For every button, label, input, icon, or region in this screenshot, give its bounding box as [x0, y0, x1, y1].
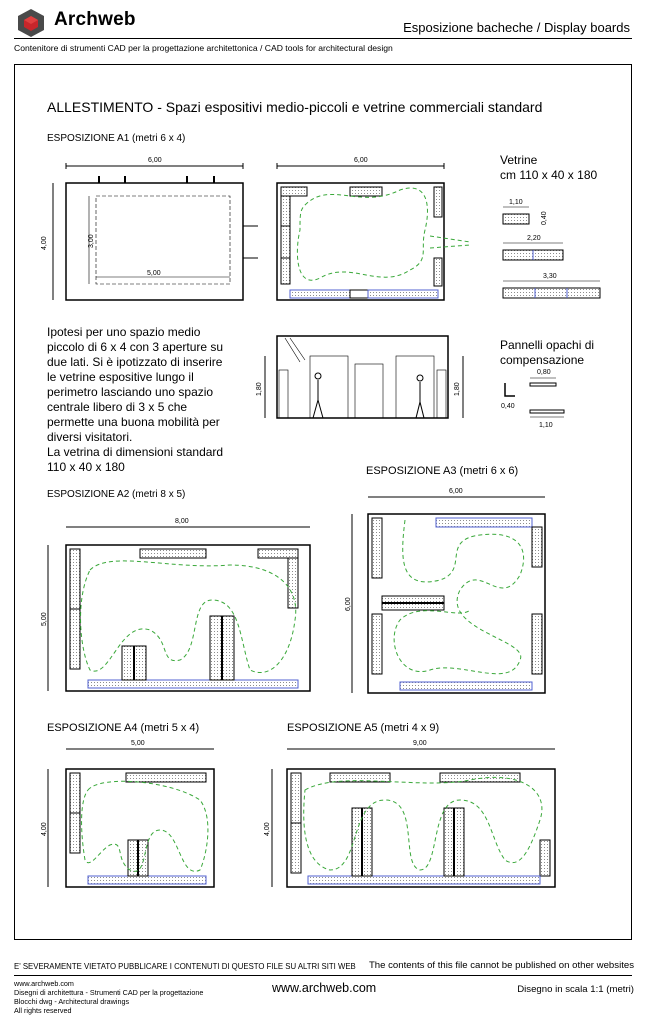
description-line: permette una buona mobilità per	[47, 415, 220, 429]
archweb-logo-icon	[18, 9, 44, 37]
footer-warning-en: The contents of this file cannot be publ…	[368, 960, 634, 971]
description-line: perimetro lasciando uno spazio	[47, 385, 214, 399]
dim-a1v-width: 6,00	[354, 157, 368, 164]
footer-line: All rights reserved	[14, 1006, 72, 1015]
description-line: 110 x 40 x 180	[47, 460, 125, 474]
dim-a5-width: 9,00	[413, 740, 427, 747]
description-paragraph: Ipotesi per uno spazio medio piccolo di …	[47, 325, 272, 475]
a3-label: ESPOSIZIONE A3 (metri 6 x 6)	[366, 465, 519, 477]
dim-a3-height: 6,00	[345, 597, 352, 611]
a1-section	[264, 335, 464, 419]
footer-line: Blocchi dwg - Architectural drawings	[14, 997, 130, 1006]
description-line: le vetrine espositive lungo il	[47, 370, 194, 384]
dim-a2-width: 8,00	[175, 518, 189, 525]
pannelli-title-2: compensazione	[500, 353, 585, 367]
description-line: due lati. Si è ipotizzato di inserire	[47, 355, 223, 369]
description-line: diversi visitatori.	[47, 430, 133, 444]
a1-plan-empty	[52, 163, 258, 301]
drawing-frame	[14, 64, 632, 940]
dim-pannello-080: 0,80	[537, 369, 551, 376]
a5-label: ESPOSIZIONE A5 (metri 4 x 9)	[287, 722, 440, 734]
a4-label: ESPOSIZIONE A4 (metri 5 x 4)	[47, 722, 200, 734]
dim-a2-height: 5,00	[41, 612, 48, 626]
dim-a1-height: 4,00	[41, 236, 48, 250]
description-line: piccolo di 6 x 4 con 3 aperture su	[47, 340, 224, 354]
dim-vetrina-220: 2,20	[527, 235, 541, 242]
a2-label: ESPOSIZIONE A2 (metri 8 x 5)	[47, 489, 186, 500]
dim-vetrina-040: 0,40	[541, 211, 548, 225]
pannelli-title-1: Pannelli opachi di	[500, 338, 595, 352]
dim-a1-width: 6,00	[148, 157, 162, 164]
dim-section-right: 1,80	[454, 382, 461, 396]
dim-vetrina-330: 3,30	[543, 273, 557, 280]
header-subtitle: Contenitore di strumenti CAD per la prog…	[14, 43, 393, 53]
a4-plan	[47, 748, 215, 888]
page-title: ALLESTIMENTO - Spazi espositivi medio-pi…	[47, 99, 543, 115]
footer-rule	[14, 975, 632, 976]
dim-pannello-110: 1,10	[539, 422, 553, 429]
dim-pannello-040: 0,40	[501, 403, 515, 410]
description-line: centrale libero di 3 x 5 che	[47, 400, 188, 414]
footer-line[interactable]: www.archweb.com	[14, 979, 74, 988]
a5-plan	[271, 748, 556, 888]
dim-a4-height: 4,00	[41, 822, 48, 836]
footer-url-link[interactable]: www.archweb.com	[272, 981, 377, 995]
description-line: Ipotesi per uno spazio medio	[47, 325, 201, 339]
vetrine-dims: cm 110 x 40 x 180	[500, 168, 598, 182]
dim-vetrina-110: 1,10	[509, 199, 523, 206]
brand-name: Archweb	[54, 9, 136, 30]
dim-a1-inner-height: 3,00	[88, 234, 95, 248]
dim-a4-width: 5,00	[131, 740, 145, 747]
dim-a1-inner: 5,00	[147, 270, 161, 277]
a3-plan	[351, 496, 546, 694]
vetrine-title: Vetrine	[500, 153, 538, 167]
footer-line: Disegni di architettura - Strumenti CAD …	[14, 988, 204, 997]
dim-a5-height: 4,00	[264, 822, 271, 836]
header-rule	[14, 38, 632, 39]
vetrine-samples	[502, 206, 601, 299]
dim-section-left: 1,80	[256, 382, 263, 396]
a1-label: ESPOSIZIONE A1 (metri 6 x 4)	[47, 133, 186, 144]
document-title: Esposizione bacheche / Display boards	[403, 20, 630, 35]
pannelli-samples	[504, 377, 565, 418]
a1-plan-vetrine	[276, 163, 471, 301]
footer-warning-it: E' SEVERAMENTE VIETATO PUBBLICARE I CONT…	[14, 962, 356, 971]
dim-a3-width: 6,00	[449, 488, 463, 495]
description-line: La vetrina di dimensioni standard	[47, 445, 224, 459]
footer-scale: Disegno in scala 1:1 (metri)	[517, 984, 634, 995]
a2-plan	[47, 526, 311, 692]
